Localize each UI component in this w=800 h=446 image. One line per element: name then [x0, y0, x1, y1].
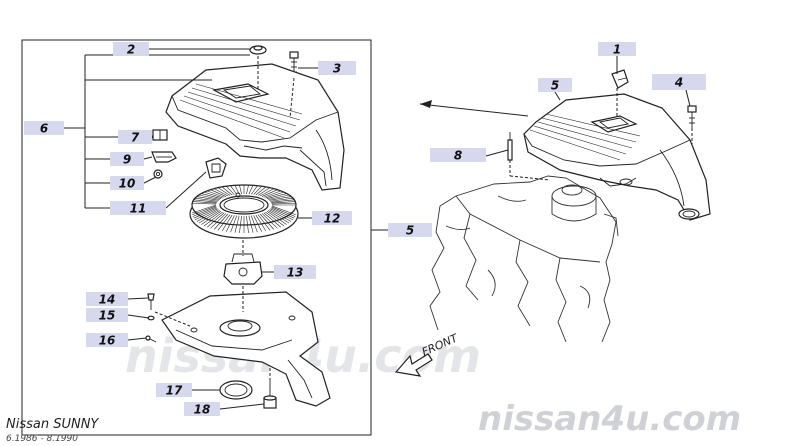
callout-label-c10: 10 — [119, 177, 136, 191]
callout-label-c1: 1 — [613, 43, 621, 57]
callout-box-c1 — [598, 42, 636, 56]
callout-box-c3 — [318, 61, 356, 75]
holder-part — [151, 151, 177, 163]
callout-label-c17: 17 — [166, 384, 183, 398]
front-direction-arrow — [419, 100, 529, 117]
callout-label-c15: 15 — [99, 309, 116, 323]
callout-box-c14 — [86, 292, 128, 306]
callout-box-c2 — [113, 42, 149, 56]
callout-box-c18 — [184, 402, 220, 416]
callout-box-c12 — [312, 211, 352, 225]
callout-box-c16 — [86, 333, 128, 347]
air-cleaner-upper-cover — [165, 63, 345, 191]
callout-box-c6 — [24, 121, 64, 135]
period-caption: 6.1986 - 8.1990 — [6, 434, 78, 444]
model-caption: Nissan SUNNY — [6, 417, 99, 432]
callout-label-c11: 11 — [130, 202, 147, 216]
callout-box-c5a — [388, 223, 432, 237]
callout-label-c5a: 5 — [406, 224, 414, 238]
installed-bolt-part — [687, 105, 697, 128]
pin-part — [145, 335, 157, 343]
callout-label-c6: 6 — [40, 122, 48, 136]
seal-part — [205, 157, 227, 179]
clip-part — [152, 129, 168, 141]
callout-box-c13 — [274, 265, 316, 279]
watermark-corner: nissan4u.com — [478, 399, 741, 439]
sensor-part — [507, 132, 551, 181]
callout-label-c5b: 5 — [551, 79, 559, 93]
nut-part — [153, 169, 163, 179]
callout-label-c2: 2 — [127, 43, 135, 57]
callout-label-c13: 13 — [287, 266, 304, 280]
callout-label-c9: 9 — [123, 153, 131, 167]
callout-label-c7: 7 — [131, 131, 140, 145]
grommet-part — [249, 45, 267, 55]
screw-part — [147, 293, 155, 310]
air-cleaner-lower-case — [161, 291, 331, 407]
callout-box-c5b — [538, 78, 572, 92]
callout-label-c12: 12 — [324, 212, 341, 226]
callout-box-c11 — [110, 201, 166, 215]
damper-part — [263, 380, 277, 409]
engine-block — [429, 175, 619, 343]
callout-label-c8: 8 — [454, 149, 462, 163]
installed-clip-part — [611, 69, 629, 89]
bracket-part — [223, 253, 263, 285]
callout-box-c8 — [430, 148, 486, 162]
callout-label-c18: 18 — [194, 403, 211, 417]
assembly-frame — [21, 39, 372, 436]
callout-box-c7 — [118, 130, 152, 144]
callout-box-c10 — [110, 176, 144, 190]
callout-label-c3: 3 — [333, 62, 341, 76]
callout-box-c9 — [110, 152, 144, 166]
callout-box-c17 — [156, 383, 192, 397]
callout-label-c16: 16 — [99, 334, 116, 348]
callout-label-c14: 14 — [99, 293, 116, 307]
filter-pleats — [191, 185, 296, 233]
callout-box-c4 — [652, 74, 706, 90]
callout-box-c15 — [86, 308, 128, 322]
ring-part — [219, 380, 253, 400]
installed-air-cleaner — [523, 93, 711, 221]
callout-label-c4: 4 — [674, 76, 683, 90]
